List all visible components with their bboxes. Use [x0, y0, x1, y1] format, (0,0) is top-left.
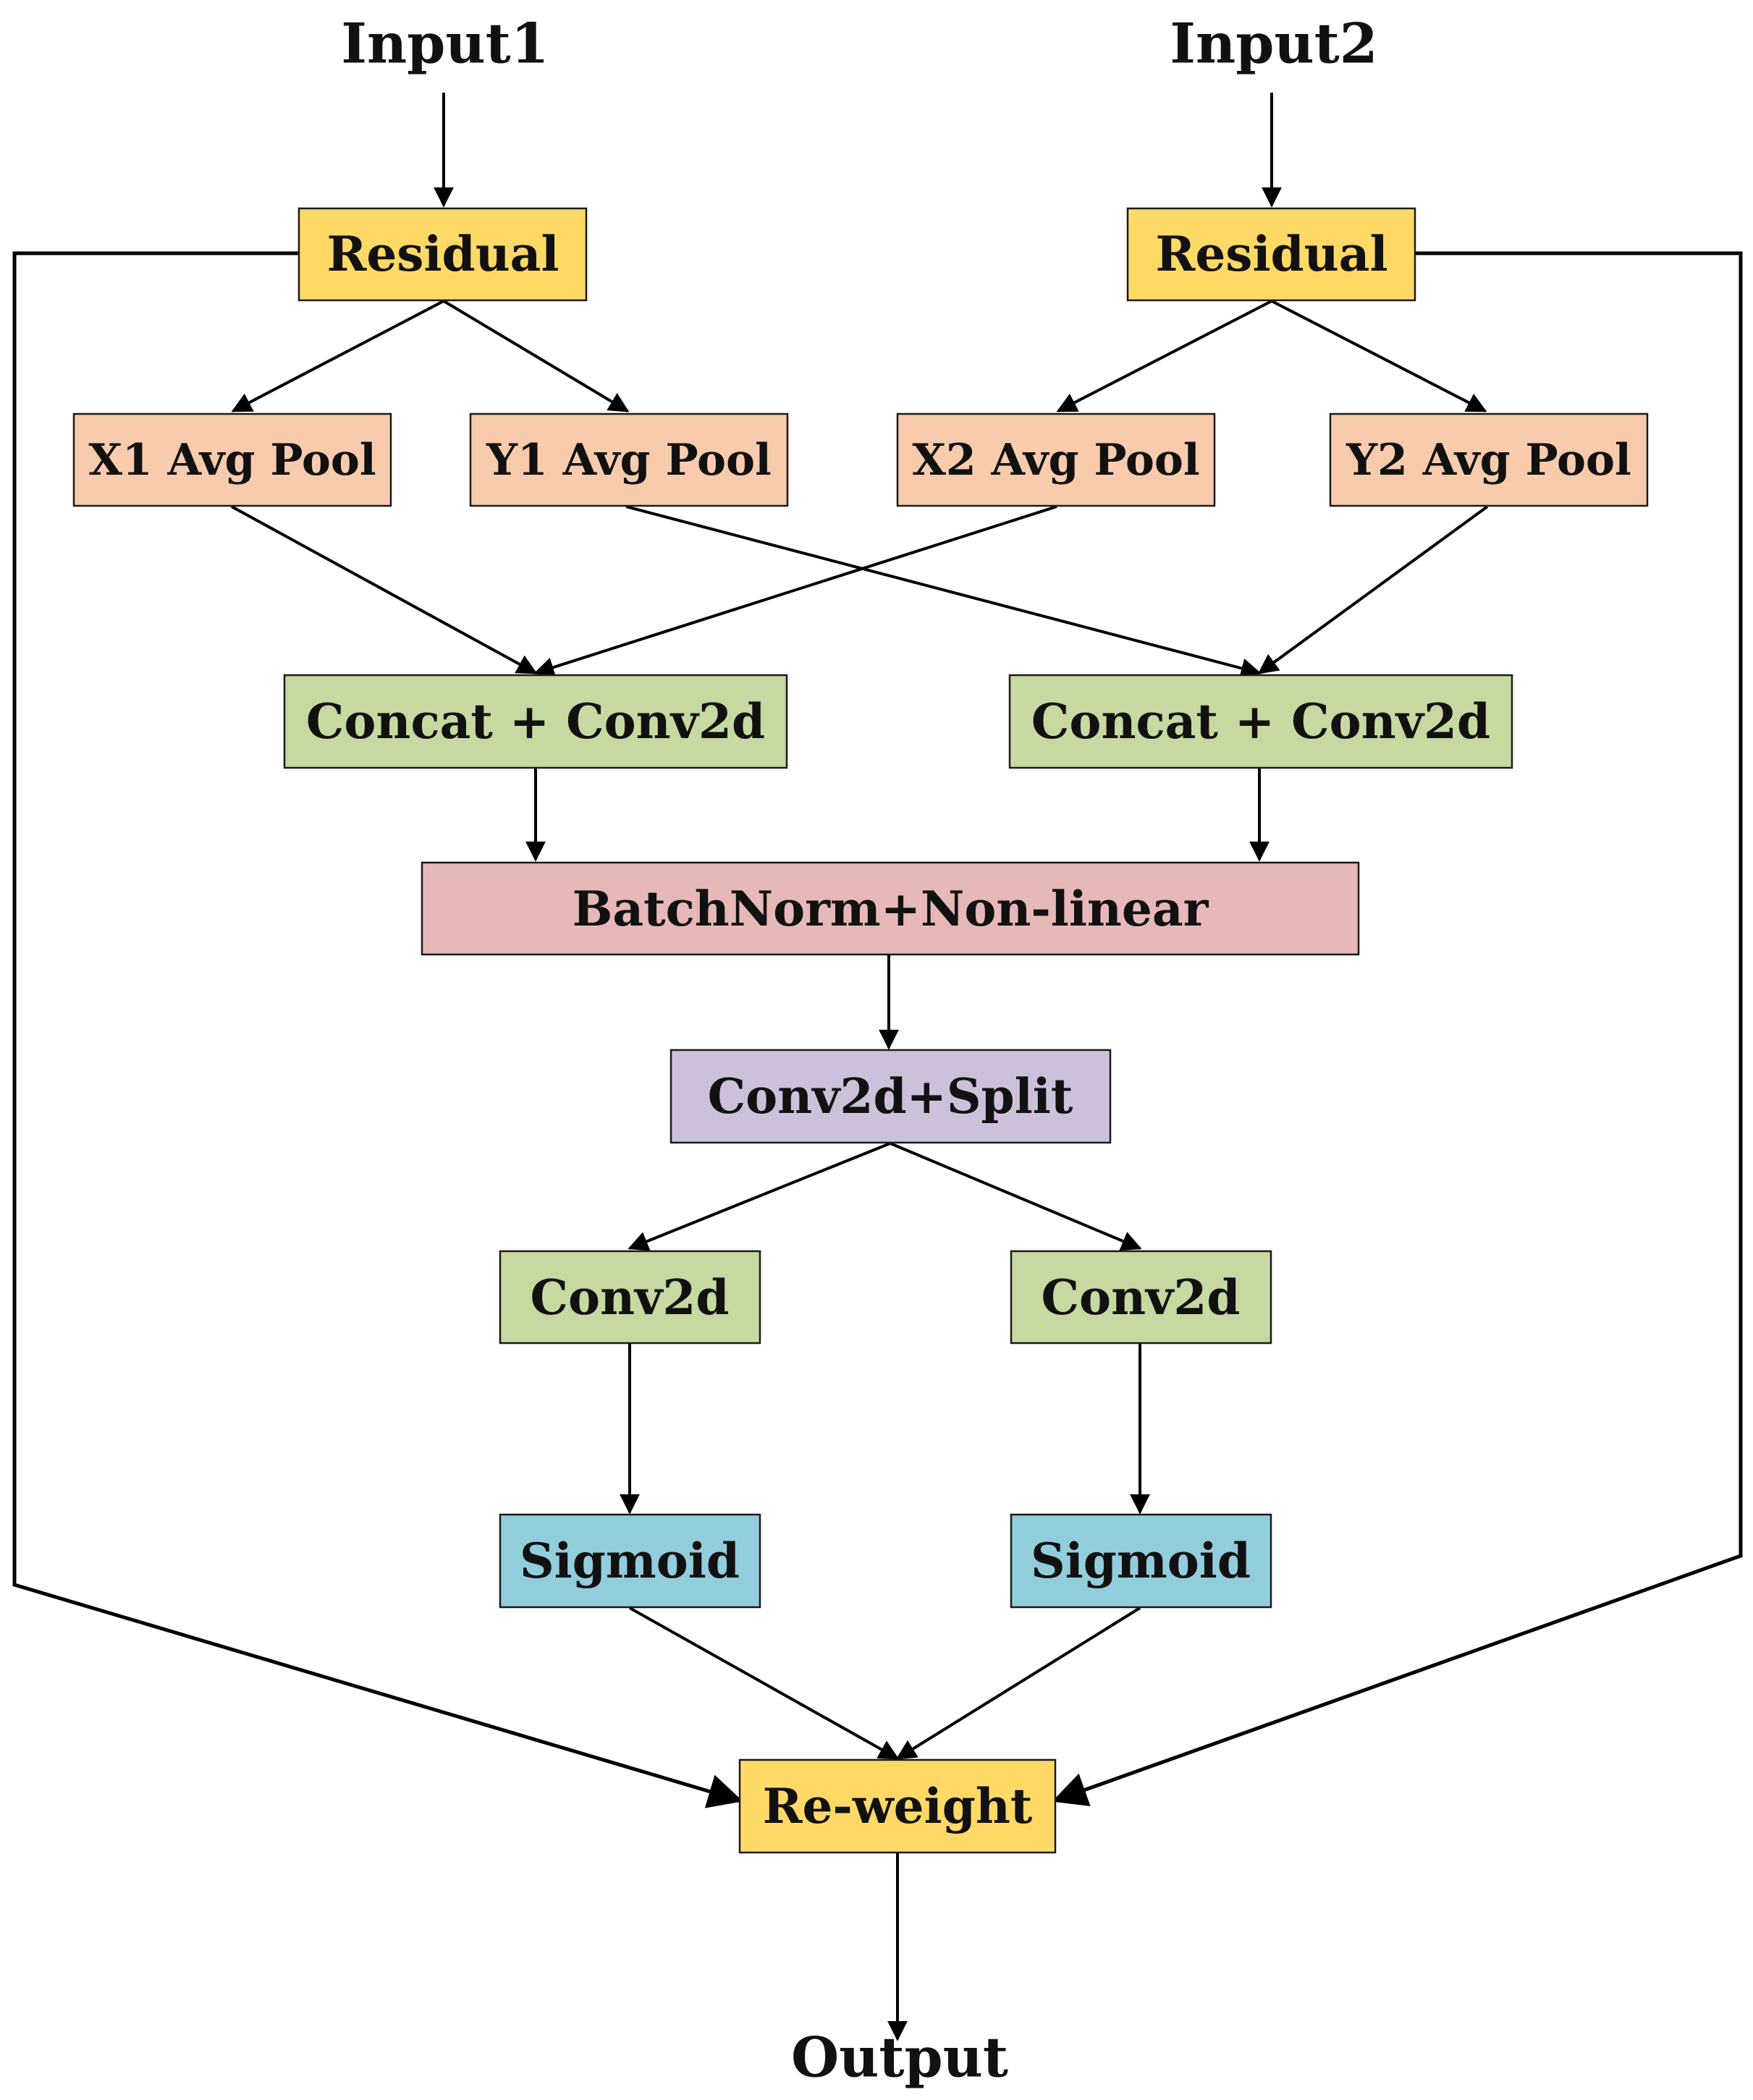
conv1-label: Conv2d — [531, 1269, 730, 1326]
residual2-label: Residual — [1155, 226, 1387, 282]
conv1-box — [499, 1250, 761, 1345]
concat2-label: Concat + Conv2d — [1031, 693, 1490, 750]
node-x2-pool: X2 Avg Pool — [896, 412, 1216, 507]
node-sigmoid2: Sigmoid — [1010, 1513, 1272, 1609]
y1-pool-box — [469, 412, 789, 507]
concat2-box — [1008, 674, 1513, 769]
conv2-label: Conv2d — [1042, 1269, 1241, 1326]
node-concat2: Concat + Conv2d — [1008, 674, 1513, 769]
edge-sigmoid2-reweight — [895, 1606, 1141, 1760]
edge-residual1-x1pool — [231, 300, 444, 412]
node-reweight: Re-weight — [738, 1758, 1057, 1854]
input1-label: Input1 — [341, 12, 549, 76]
concat1-label: Concat + Conv2d — [306, 693, 765, 750]
node-x1-pool: X1 Avg Pool — [72, 412, 392, 507]
node-residual1: Residual — [297, 207, 588, 302]
edge-x1pool-concat1 — [231, 505, 538, 674]
batchnorm-label: BatchNorm+Non-linear — [573, 881, 1209, 937]
edge-residual2-skip-reweight — [1052, 251, 1743, 1807]
edge-convsplit-conv2 — [890, 1142, 1142, 1251]
concat1-box — [283, 674, 788, 769]
node-y1-pool: Y1 Avg Pool — [469, 412, 789, 507]
edge-residual1-skip-reweight — [12, 251, 743, 1808]
edge-residual2-y2pool — [1271, 300, 1487, 412]
node-conv1: Conv2d — [499, 1250, 761, 1345]
conv-split-label: Conv2d+Split — [708, 1068, 1073, 1125]
edge-y1pool-concat2 — [625, 505, 1262, 679]
edge-sigmoid1-reweight — [629, 1606, 900, 1760]
residual2-box — [1126, 207, 1416, 302]
node-conv-split: Conv2d+Split — [669, 1049, 1112, 1144]
x1-pool-box — [72, 412, 392, 507]
node-concat1: Concat + Conv2d — [283, 674, 788, 769]
node-y2-pool: Y2 Avg Pool — [1329, 412, 1649, 507]
sigmoid1-box — [499, 1513, 761, 1609]
edge-residual2-x2pool — [1056, 300, 1272, 412]
sigmoid2-label: Sigmoid — [1031, 1533, 1251, 1589]
reweight-label: Re-weight — [763, 1778, 1033, 1834]
y1-pool-label: Y1 Avg Pool — [486, 435, 772, 486]
edge-x2pool-concat1 — [533, 505, 1057, 677]
conv2-box — [1010, 1250, 1272, 1345]
edge-y2pool-concat2 — [1257, 505, 1489, 674]
output-label: Output — [791, 2025, 1008, 2090]
node-residual2: Residual — [1126, 207, 1416, 302]
x2-pool-box — [896, 412, 1216, 507]
residual1-label: Residual — [326, 226, 559, 282]
conv-split-box — [669, 1049, 1112, 1144]
x1-pool-label: X1 Avg Pool — [88, 435, 376, 486]
y2-pool-label: Y2 Avg Pool — [1346, 435, 1631, 486]
batchnorm-box — [421, 861, 1360, 956]
edge-convsplit-conv1 — [628, 1142, 891, 1251]
y2-pool-box — [1329, 412, 1649, 507]
input2-label: Input2 — [1170, 12, 1377, 76]
sigmoid1-label: Sigmoid — [520, 1533, 740, 1589]
residual1-box — [297, 207, 588, 302]
edge-residual1-y1pool — [442, 300, 630, 412]
x2-pool-label: X2 Avg Pool — [912, 435, 1199, 486]
reweight-box — [738, 1758, 1057, 1854]
node-conv2: Conv2d — [1010, 1250, 1272, 1345]
edges — [12, 93, 1743, 2041]
node-sigmoid1: Sigmoid — [499, 1513, 761, 1609]
node-batchnorm: BatchNorm+Non-linear — [421, 861, 1360, 956]
sigmoid2-box — [1010, 1513, 1272, 1609]
